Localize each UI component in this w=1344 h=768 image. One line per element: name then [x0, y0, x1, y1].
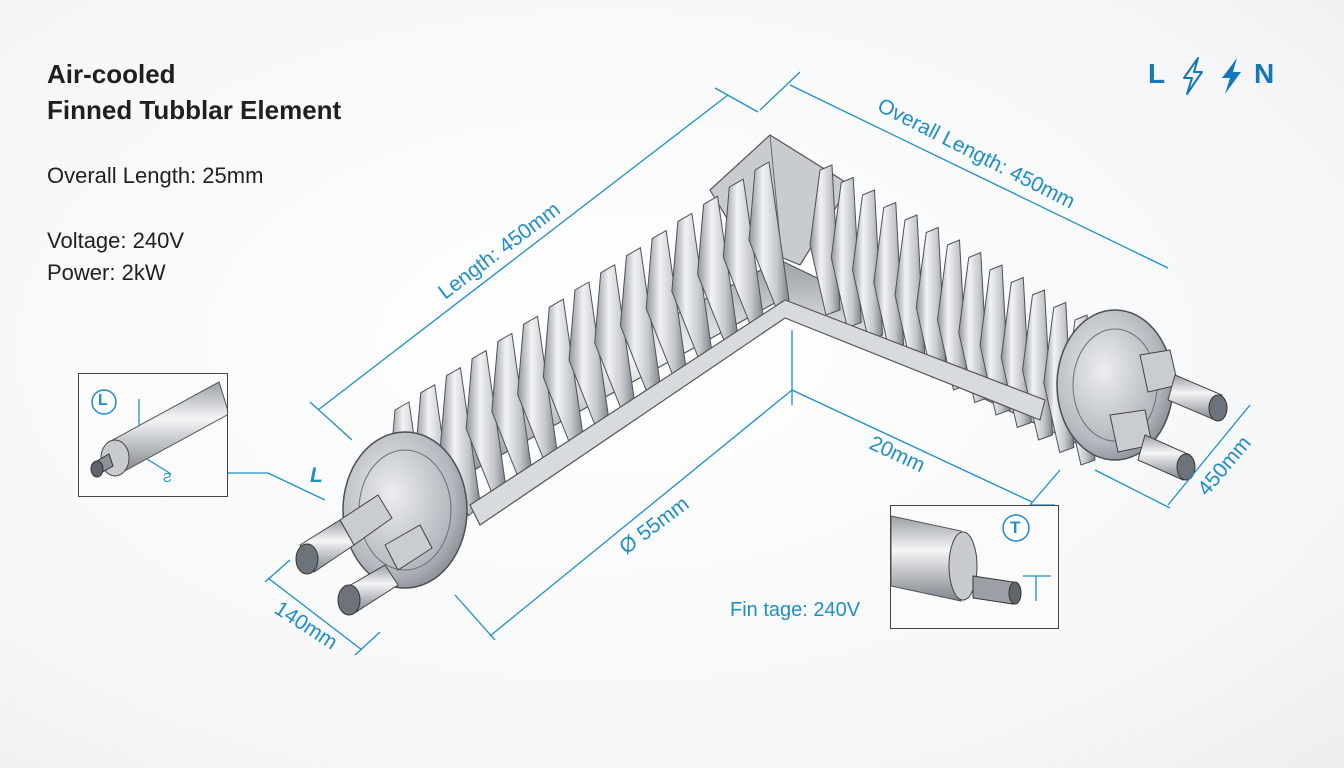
right-detail-inset: T: [890, 505, 1059, 629]
left-terminal-detail: [90, 381, 227, 478]
fin-tage-label: Fin tage: 240V: [730, 599, 861, 621]
dim-overall-length-label: Overall Length: 450mm: [874, 94, 1079, 214]
title-line-1: Air-cooled: [47, 59, 176, 89]
dim-inner: [791, 330, 1061, 506]
fin: [830, 176, 862, 329]
fin: [958, 251, 990, 404]
dim-overall-length: [759, 71, 1169, 269]
left-detail-inset: L Ƨ: [78, 373, 228, 497]
left-terminal-upper: [295, 494, 393, 575]
spec-voltage: Voltage: 240V: [47, 228, 185, 253]
title-line-2: Finned Tubblar Element: [47, 95, 342, 125]
legend-l: L: [1148, 58, 1166, 89]
dim-right-end-label: 450mm: [1193, 432, 1256, 500]
dim-length: [309, 87, 759, 441]
fin: [809, 164, 841, 316]
base-rail: [469, 299, 1046, 526]
dim-right-end: [1094, 404, 1251, 509]
left-inset-marker: L: [98, 392, 108, 409]
dim-diameter: [454, 389, 793, 641]
right-terminal-detail: [891, 514, 1051, 605]
diagram-title: Air-cooled Finned Tubblar Element: [47, 56, 341, 128]
dim-terminal: [264, 559, 381, 656]
right-inset-marker: T: [1010, 518, 1021, 537]
dim-length-label: Length: 450mm: [434, 198, 564, 304]
right-fin-stack: [809, 164, 1096, 466]
spec-power: Power: 2kW: [47, 260, 166, 285]
left-flange: [342, 431, 468, 589]
lightning-outline-icon: [1183, 57, 1203, 95]
terminal-legend: L N: [1148, 56, 1288, 96]
left-inset-small-label: Ƨ: [163, 470, 172, 485]
right-terminal-upper: [1139, 349, 1228, 422]
lightning-solid-icon: [1222, 58, 1241, 94]
terminal-l-label: L: [310, 464, 323, 487]
left-terminal-lower: [337, 524, 433, 616]
right-terminal-lower: [1109, 409, 1196, 481]
legend-n: N: [1254, 58, 1275, 89]
spec-overall-length: Overall Length: 25mm: [47, 163, 264, 188]
